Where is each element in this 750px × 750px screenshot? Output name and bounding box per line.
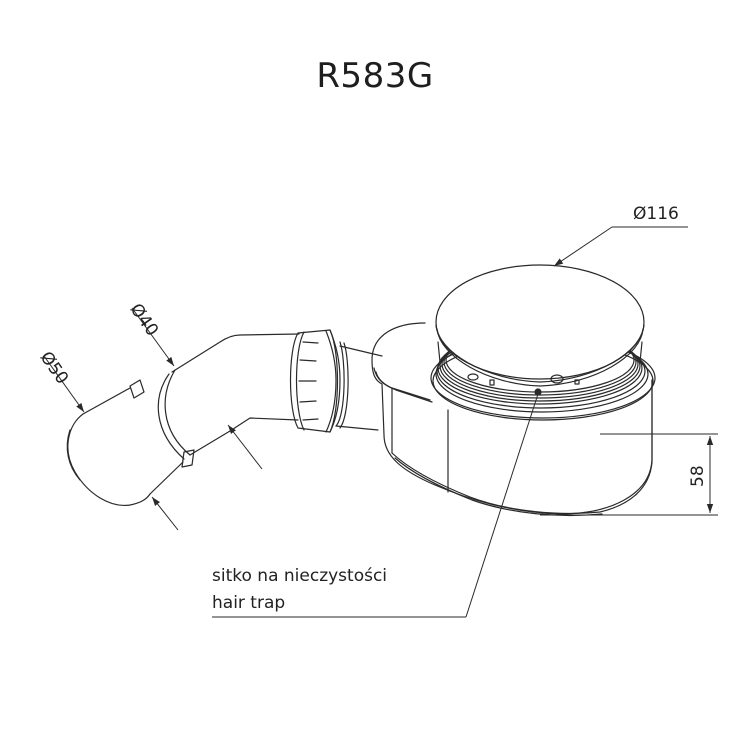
drain-body	[371, 264, 656, 517]
dimension-height-58: 58	[688, 465, 708, 487]
callout-hair-trap-pl: sitko na nieczystości	[212, 566, 388, 586]
outlet-pipe	[66, 329, 383, 506]
drawing-title: R583G	[316, 56, 434, 96]
dimension-diameter-116: Ø116	[633, 204, 679, 224]
callout-hair-trap-en: hair trap	[212, 593, 286, 613]
